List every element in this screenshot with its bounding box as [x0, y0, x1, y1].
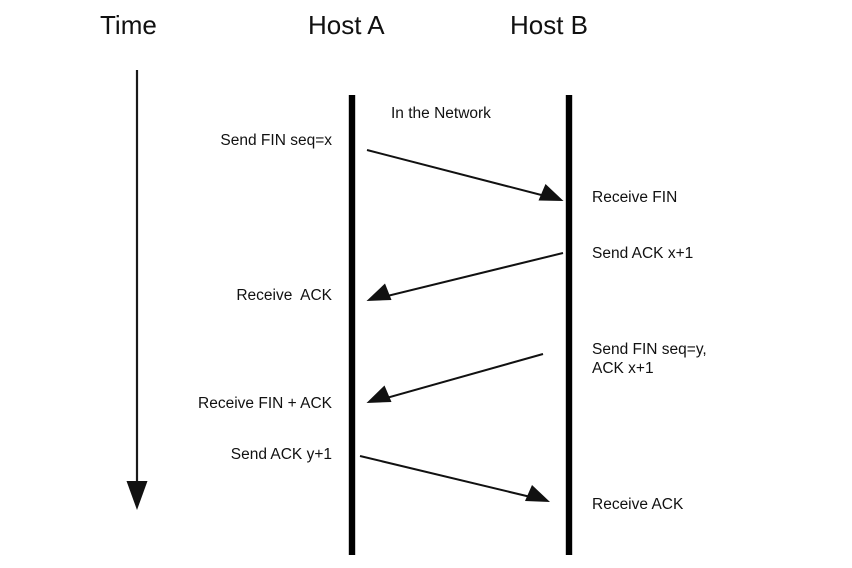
label-in-the-network: In the Network — [391, 105, 491, 122]
label-receive-ack: Receive ACK — [236, 287, 332, 304]
column-header-host-b: Host B — [510, 10, 589, 40]
label-receive-ack-final: Receive ACK — [592, 496, 684, 513]
message-arrow-send-ack-y1 — [359, 455, 550, 502]
label-send-ack-x1: Send ACK x+1 — [592, 245, 694, 262]
label-receive-fin: Receive FIN — [592, 189, 678, 206]
time-axis-arrow — [126, 70, 148, 510]
label-receive-fin-plus-ack: Receive FIN + ACK — [198, 395, 332, 412]
message-arrow-send-fin-x — [366, 149, 564, 201]
column-header-host-a: Host A — [308, 10, 385, 40]
message-arrow-send-ack-x1 — [366, 252, 564, 301]
column-header-time: Time — [100, 10, 157, 40]
message-arrow-send-fin-y — [366, 353, 544, 403]
label-send-fin-seq-y-ack-x1: Send FIN seq=y, ACK x+1 — [592, 341, 707, 377]
label-send-fin-seq-x: Send FIN seq=x — [220, 132, 332, 149]
label-send-ack-y1: Send ACK y+1 — [230, 446, 332, 463]
